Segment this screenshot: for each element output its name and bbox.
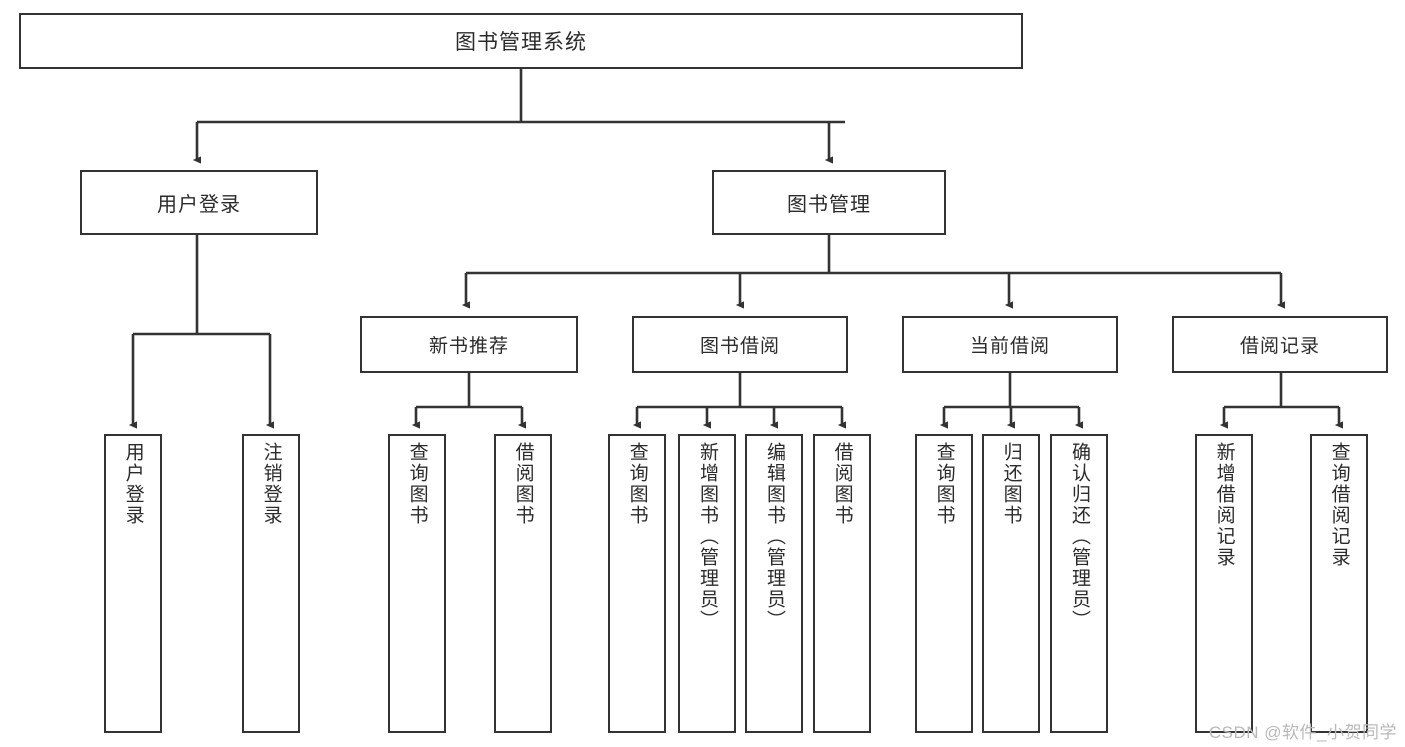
leaf-edit-book[interactable]: 编辑图书（管理员）: [745, 434, 803, 733]
leaf-query-book-1[interactable]: 查询图书: [388, 434, 446, 733]
leaf-return-book-label: 归还图书: [1000, 442, 1022, 526]
leaf-borrow-book-2[interactable]: 借阅图书: [813, 434, 871, 733]
node-user-login-label: 用户登录: [157, 194, 241, 216]
leaf-edit-book-label: 编辑图书（管理员）: [763, 442, 785, 631]
node-root[interactable]: 图书管理系统: [19, 13, 1023, 69]
leaf-borrow-book-2-label: 借阅图书: [831, 442, 853, 526]
leaf-borrow-book-1[interactable]: 借阅图书: [494, 434, 552, 733]
leaf-add-book[interactable]: 新增图书（管理员）: [678, 434, 736, 733]
node-new-book-recommend-label: 新书推荐: [428, 336, 509, 357]
node-new-book-recommend[interactable]: 新书推荐: [360, 316, 578, 373]
leaf-query-book-2[interactable]: 查询图书: [608, 434, 666, 733]
leaf-query-book-3-label: 查询图书: [933, 442, 955, 526]
node-current-borrow[interactable]: 当前借阅: [902, 316, 1118, 373]
node-borrow-record-label: 借阅记录: [1239, 336, 1320, 357]
leaf-user-login-label: 用户登录: [122, 442, 144, 526]
leaf-borrow-book-1-label: 借阅图书: [512, 442, 534, 526]
leaf-return-book[interactable]: 归还图书: [982, 434, 1040, 733]
leaf-add-record-label: 新增借阅记录: [1213, 442, 1235, 568]
leaf-user-login[interactable]: 用户登录: [104, 434, 162, 733]
node-borrow-record[interactable]: 借阅记录: [1172, 316, 1388, 373]
leaf-confirm-return[interactable]: 确认归还（管理员）: [1050, 434, 1108, 733]
node-user-login[interactable]: 用户登录: [80, 170, 318, 235]
leaf-logout[interactable]: 注销登录: [242, 434, 300, 733]
node-book-borrow-label: 图书借阅: [699, 336, 780, 357]
leaf-query-book-2-label: 查询图书: [626, 442, 648, 526]
leaf-query-record-label: 查询借阅记录: [1328, 442, 1350, 568]
node-root-label: 图书管理系统: [455, 31, 587, 54]
leaf-query-book-3[interactable]: 查询图书: [915, 434, 973, 733]
leaf-query-record[interactable]: 查询借阅记录: [1310, 434, 1368, 733]
node-book-manage[interactable]: 图书管理: [712, 170, 946, 235]
node-book-manage-label: 图书管理: [787, 194, 871, 216]
leaf-add-book-label: 新增图书（管理员）: [696, 442, 718, 631]
leaf-query-book-1-label: 查询图书: [406, 442, 428, 526]
leaf-add-record[interactable]: 新增借阅记录: [1195, 434, 1253, 733]
leaf-logout-label: 注销登录: [260, 442, 282, 526]
node-book-borrow[interactable]: 图书借阅: [632, 316, 848, 373]
leaf-confirm-return-label: 确认归还（管理员）: [1068, 442, 1090, 631]
watermark: CSDN @软件_小贺同学: [1208, 723, 1397, 742]
node-current-borrow-label: 当前借阅: [969, 336, 1050, 357]
